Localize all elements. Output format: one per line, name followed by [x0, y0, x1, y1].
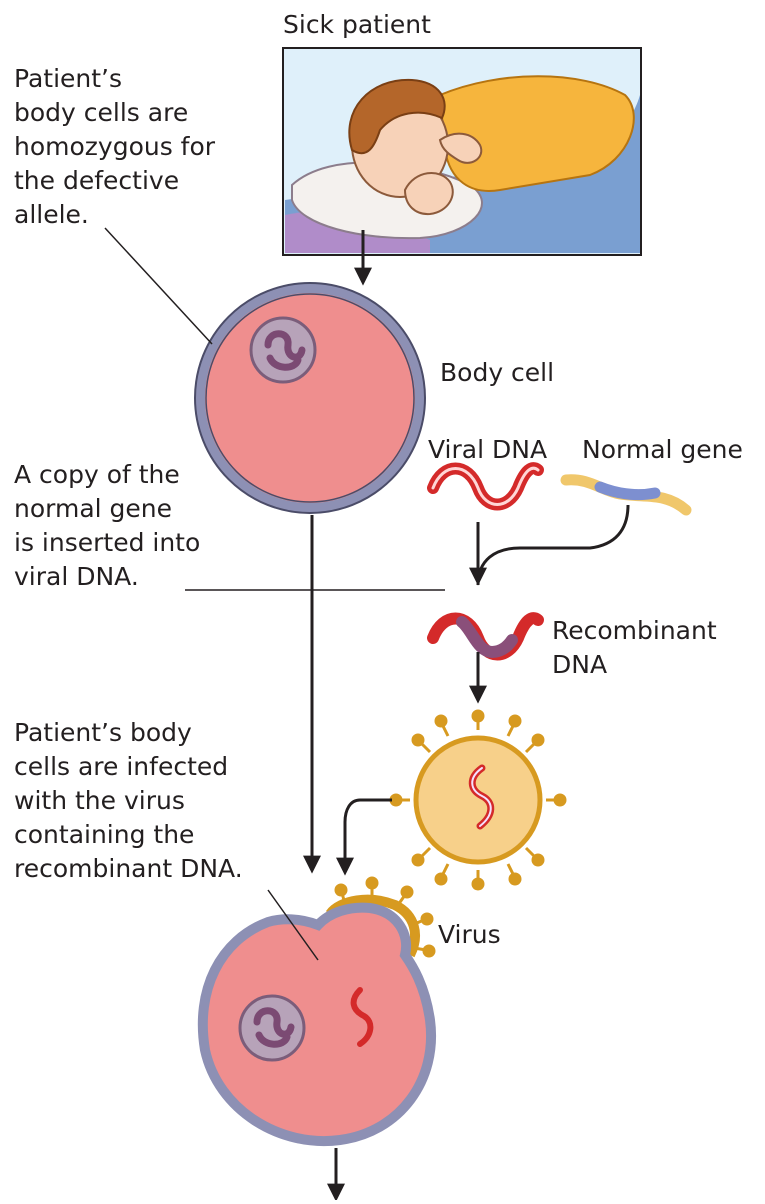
arrows [303, 230, 630, 1202]
nucleus [249, 316, 317, 384]
label-homozygous-note: Patient’s body cells are homozygous for … [14, 64, 216, 229]
leader-lines [104, 227, 445, 961]
normal-gene-strand [560, 474, 692, 516]
label-recombinant-dna: Recombinant DNA [552, 616, 717, 679]
recombinant-dna-strand [427, 612, 544, 661]
sick-patient-illustration [282, 47, 642, 256]
label-body-cell: Body cell [440, 358, 555, 387]
label-sick-patient: Sick patient [283, 10, 431, 39]
virus-particle [389, 709, 567, 891]
body-cell [194, 282, 426, 514]
nucleus-infected [238, 994, 306, 1062]
label-viral-dna: Viral DNA [428, 435, 548, 464]
label-normal-gene: Normal gene [582, 435, 743, 464]
label-insert-note: A copy of the normal gene is inserted in… [14, 460, 201, 591]
label-virus: Virus [438, 920, 501, 949]
recombinant-dna-in-cell [350, 987, 374, 1047]
label-infect-note: Patient’s body cells are infected with t… [14, 718, 243, 883]
infected-body-cell [197, 876, 437, 1147]
